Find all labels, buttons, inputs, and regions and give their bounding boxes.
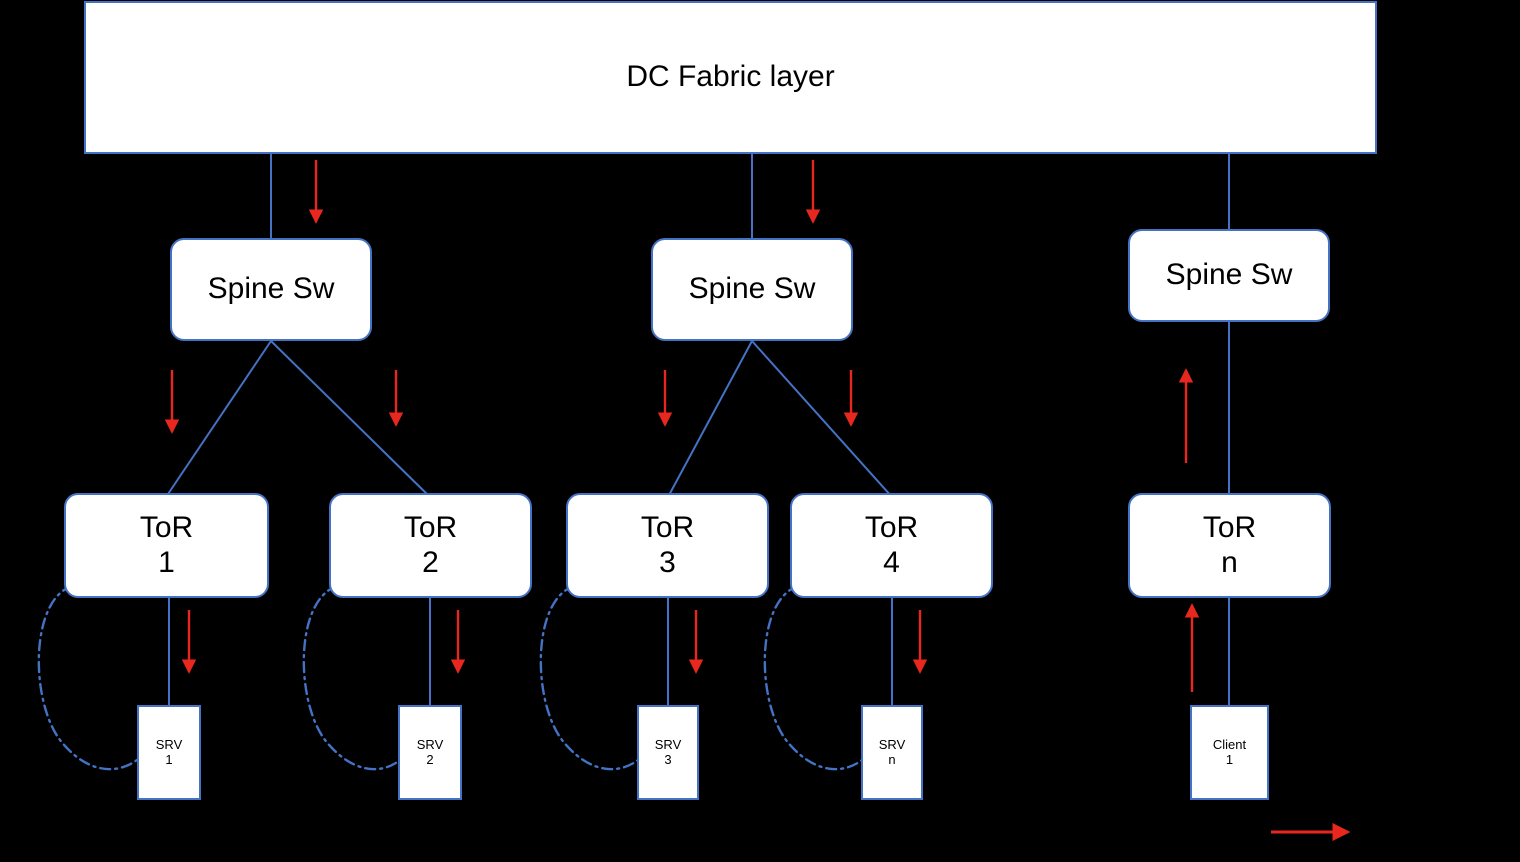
tor-4-label-line1: ToR: [864, 511, 919, 544]
tor-1-label-line1: ToR: [139, 511, 194, 544]
tor-n-label-line2: n: [1221, 545, 1238, 579]
client-1-label-line1: Client: [1212, 736, 1247, 752]
link-spine-to-tor-3: [667, 340, 753, 498]
client-1-label-line2: 1: [1225, 751, 1234, 767]
spine-1-label: Spine Sw: [207, 272, 335, 306]
tor-2-label-line2: 2: [422, 545, 439, 579]
srv-2-label-line2: 2: [426, 751, 434, 767]
srv-n-label-line1: SRV: [878, 736, 906, 752]
srv-n-label-line2: n: [888, 751, 896, 767]
tor-n-label-line1: ToR: [1202, 511, 1257, 544]
srv-1-label-line2: 1: [165, 751, 173, 767]
tor-4-label-line2: 4: [883, 545, 900, 579]
srv-1-label-line1: SRV: [155, 736, 183, 752]
spine-switch-spine-1[interactable]: Spine Sw: [170, 238, 372, 341]
dc-fabric-layer-label: DC Fabric layer: [626, 60, 835, 94]
link-spine-to-tor-4: [751, 340, 893, 498]
spine-3-label: Spine Sw: [1165, 258, 1293, 292]
link-spine-to-tor-2: [270, 340, 431, 498]
tor-2-label-line1: ToR: [403, 511, 458, 544]
loopback-link-loop-1: [37, 584, 139, 771]
spine-switch-spine-2[interactable]: Spine Sw: [651, 238, 853, 341]
srv-3-label-line2: 3: [664, 751, 672, 767]
spine-2-label: Spine Sw: [688, 272, 816, 306]
spine-switch-spine-3[interactable]: Spine Sw: [1128, 229, 1330, 322]
tor-3-label-line2: 3: [659, 545, 676, 579]
tor-1-label-line2: 1: [158, 545, 175, 579]
dc-fabric-layer-box[interactable]: DC Fabric layer: [84, 1, 1377, 154]
srv-2-label-line1: SRV: [416, 736, 444, 752]
loopback-link-loop-3: [539, 584, 640, 771]
link-spine-to-tor-1: [165, 340, 272, 498]
tor-3-label-line1: ToR: [640, 511, 695, 544]
loopback-link-loop-2: [302, 584, 402, 771]
loopback-link-loop-4: [763, 584, 864, 771]
srv-3-label-line1: SRV: [654, 736, 682, 752]
